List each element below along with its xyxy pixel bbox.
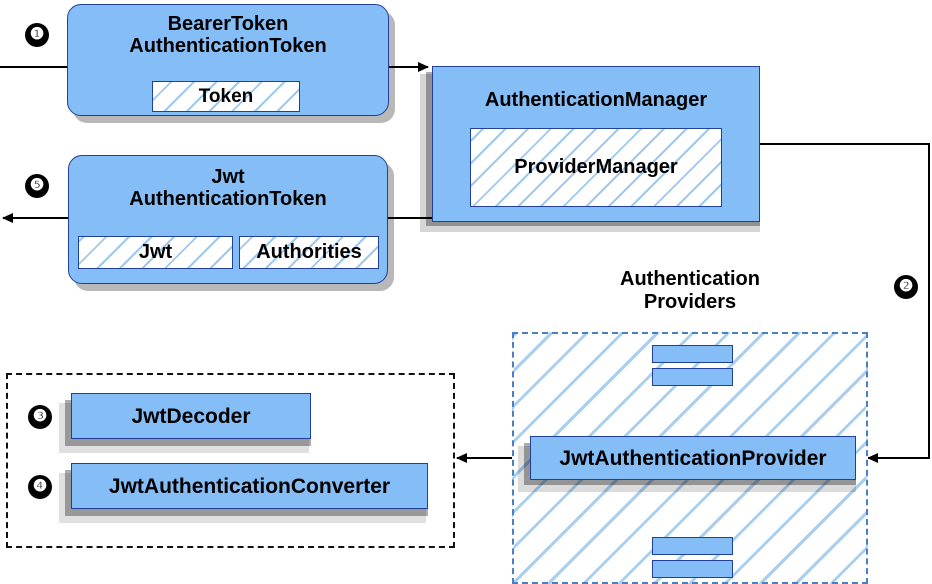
node-authentication-manager[interactable]: AuthenticationManager ProviderManager xyxy=(432,66,760,222)
field-authorities: Authorities xyxy=(239,236,379,269)
field-provider-manager-label: ProviderManager xyxy=(514,156,678,178)
node-jwt-authentication-provider[interactable]: JwtAuthenticationProvider xyxy=(530,436,856,480)
node-title: JwtDecoder xyxy=(131,405,251,428)
node-bearer-token-authentication-token[interactable]: BearerToken AuthenticationToken Token xyxy=(67,4,389,116)
node-title: BearerToken AuthenticationToken xyxy=(129,13,327,58)
node-title: JwtAuthenticationProvider xyxy=(559,447,827,470)
jwt-support-beans-container xyxy=(6,373,455,548)
node-title: JwtAuthenticationConverter xyxy=(108,475,391,498)
provider-stack-bar-bottom-1 xyxy=(652,537,733,555)
field-jwt-label: Jwt xyxy=(138,241,173,263)
step-badge-2: ❷ xyxy=(894,275,918,299)
step-badge-4: ❹ xyxy=(28,475,52,499)
field-token-label: Token xyxy=(198,85,254,107)
field-provider-manager: ProviderManager xyxy=(470,128,722,207)
node-jwt-authentication-converter[interactable]: JwtAuthenticationConverter xyxy=(71,463,428,509)
node-jwt-authentication-token[interactable]: Jwt AuthenticationToken Jwt Authorities xyxy=(68,155,388,284)
field-jwt: Jwt xyxy=(78,236,233,269)
node-title: AuthenticationManager xyxy=(484,89,708,111)
step-badge-3: ❸ xyxy=(28,405,52,429)
provider-stack-bar-top-2 xyxy=(652,368,733,386)
provider-stack-bar-bottom-2 xyxy=(652,560,733,578)
node-title: Jwt AuthenticationToken xyxy=(129,166,327,211)
provider-stack-bar-top-1 xyxy=(652,345,733,363)
node-jwt-decoder[interactable]: JwtDecoder xyxy=(71,393,311,439)
step-badge-1: ❶ xyxy=(25,23,49,47)
field-token: Token xyxy=(152,81,300,112)
field-authorities-label: Authorities xyxy=(256,241,362,263)
arrow-manager-to-provider xyxy=(760,143,930,463)
authentication-providers-caption: Authentication Providers xyxy=(620,268,760,313)
step-badge-5: ❺ xyxy=(25,174,49,198)
